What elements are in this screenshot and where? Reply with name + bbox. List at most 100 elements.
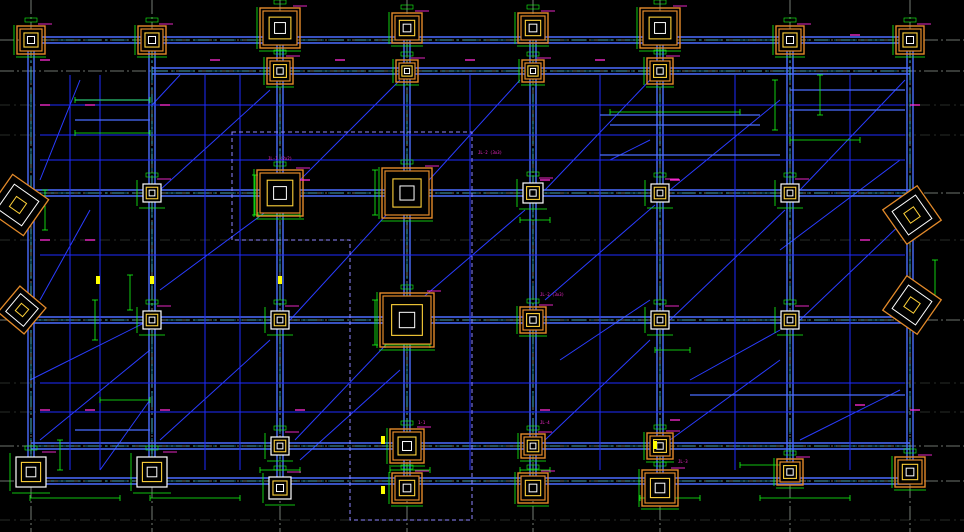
pile-cap[interactable] — [514, 464, 555, 507]
pile-cap[interactable] — [517, 425, 552, 462]
pile-cap-step — [145, 186, 159, 200]
cap-number-box — [903, 448, 917, 454]
pile-cap-step — [398, 19, 416, 37]
pile-cap-edge — [780, 183, 800, 203]
pile-cap[interactable] — [388, 464, 429, 507]
slab-line — [544, 339, 651, 441]
pile-cap[interactable] — [264, 425, 299, 462]
dashed-boundary — [231, 131, 473, 521]
pile-cap[interactable] — [891, 448, 932, 491]
callout-left: JL-1 (2x2) — [268, 156, 292, 161]
pile-cap[interactable] — [636, 0, 687, 52]
slab-line — [289, 199, 401, 321]
pile-cap[interactable] — [514, 4, 555, 47]
pile-cap[interactable] — [892, 17, 931, 58]
pile-cap[interactable] — [392, 51, 425, 86]
pile-cap[interactable] — [388, 4, 429, 47]
cap-number-box — [273, 0, 287, 5]
pile-cap-edge — [650, 310, 670, 330]
rotated-pile-cap[interactable] — [881, 274, 943, 336]
cap-number-box — [400, 420, 414, 426]
callout-center-mid: JL-2 (3x3) — [540, 292, 564, 297]
pile-cap-step — [783, 186, 797, 200]
pile-cap[interactable] — [264, 299, 299, 336]
pile-cap-foundations[interactable] — [9, 0, 932, 510]
pile-cap-edge — [898, 28, 922, 52]
pile-cap-outer — [639, 7, 681, 49]
pile-cap-step — [20, 461, 42, 483]
pile-cap[interactable] — [516, 298, 553, 337]
pile-cap[interactable] — [774, 172, 809, 209]
pile-cap-step — [398, 479, 416, 497]
slab-line — [151, 74, 181, 106]
pile-cap-step — [648, 16, 672, 40]
pile-cap-edge — [520, 15, 546, 41]
column-pedestal — [402, 483, 412, 493]
cap-number-box — [526, 51, 540, 57]
pile-cap[interactable] — [262, 465, 301, 506]
slab-line — [39, 79, 81, 181]
pile-cap[interactable] — [263, 49, 300, 88]
rotated-foundations[interactable] — [0, 173, 943, 336]
column-tag — [381, 436, 385, 444]
pile-cap-edge — [142, 310, 162, 330]
pile-cap[interactable] — [772, 17, 811, 58]
pile-cap[interactable] — [516, 171, 553, 210]
callout-top-mid: JL-4 — [540, 420, 550, 425]
slab-line — [159, 204, 276, 291]
rotated-pile-cap[interactable] — [0, 173, 50, 237]
pile-cap-edge — [384, 170, 430, 216]
pile-cap[interactable] — [136, 172, 171, 209]
pile-cap-outer — [379, 292, 435, 348]
pile-cap-step — [0, 183, 40, 227]
cap-number-box — [783, 299, 797, 305]
pile-cap[interactable] — [378, 159, 439, 222]
pile-cap-outer — [881, 274, 943, 336]
rotated-pile-cap[interactable] — [0, 285, 47, 335]
slab-line — [294, 329, 401, 441]
pile-cap[interactable] — [9, 445, 56, 494]
pile-cap[interactable] — [256, 0, 307, 52]
pile-cap-step — [902, 32, 918, 48]
slab-line — [669, 99, 781, 191]
column-pedestal — [14, 302, 30, 318]
cap-number-box — [24, 445, 38, 451]
pile-cap-step — [273, 439, 287, 453]
column-pedestal — [147, 35, 157, 45]
pile-cap[interactable] — [134, 17, 173, 58]
pile-cap[interactable] — [253, 161, 310, 220]
pile-cap[interactable] — [136, 299, 171, 336]
pile-cap[interactable] — [774, 299, 809, 336]
column-pedestal — [276, 316, 284, 324]
pile-cap[interactable] — [644, 172, 679, 209]
pile-cap[interactable] — [13, 17, 52, 58]
pile-cap-step — [653, 64, 667, 78]
pile-cap-step — [392, 178, 422, 208]
slab-line — [799, 219, 906, 321]
rotated-pile-cap[interactable] — [881, 184, 943, 246]
cap-number-box — [24, 17, 38, 23]
pile-cap[interactable] — [638, 461, 685, 510]
pile-cap-step — [397, 436, 417, 456]
pile-cap-edge — [642, 10, 678, 46]
pile-cap-edge — [522, 182, 544, 204]
column-pedestal — [905, 467, 915, 477]
pile-cap-outer — [894, 456, 926, 488]
pile-cap[interactable] — [643, 49, 680, 88]
column-pedestal — [656, 189, 664, 197]
pile-cap[interactable] — [376, 284, 441, 351]
column-pedestal — [656, 316, 664, 324]
pile-cap[interactable] — [386, 420, 431, 467]
pile-cap-edge — [394, 15, 420, 41]
pile-cap-outer — [517, 472, 549, 504]
column-pedestal — [403, 67, 411, 75]
pile-cap-edge — [392, 431, 422, 461]
column-pedestal — [656, 67, 664, 75]
pile-cap[interactable] — [644, 299, 679, 336]
pile-cap[interactable] — [773, 450, 810, 489]
pile-cap[interactable] — [518, 51, 551, 86]
callout-right: JL-3 — [678, 459, 688, 464]
pile-cap[interactable] — [130, 445, 177, 494]
